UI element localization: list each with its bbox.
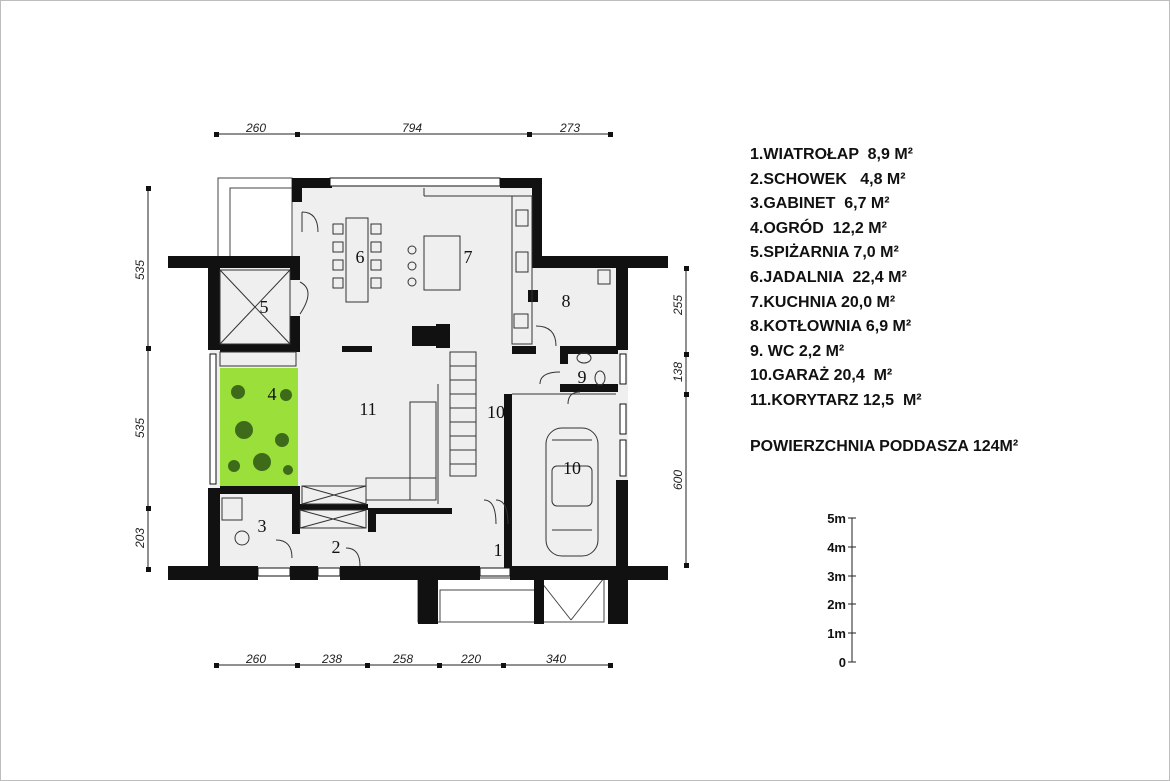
room-number-7: 7 xyxy=(464,247,473,267)
scale-label-5m: 5m xyxy=(827,511,846,526)
dim-top-1: 260 xyxy=(245,121,266,135)
room-number-4: 4 xyxy=(268,384,277,404)
scale-label-3m: 3m xyxy=(827,569,846,584)
dimension-labels-top: 260 794 273 xyxy=(245,121,580,135)
room-number-10-hall: 10 xyxy=(487,402,505,422)
legend-item: 7.KUCHNIA 20,0 M² xyxy=(750,293,896,311)
dim-right-2: 138 xyxy=(671,362,685,382)
dim-left-1: 535 xyxy=(133,260,147,280)
room-number-10-garage: 10 xyxy=(563,458,581,478)
legend-item: 11.KORYTARZ 12,5 M² xyxy=(750,391,922,409)
dimension-labels-left: 535 535 203 xyxy=(133,260,147,549)
scale-label-1m: 1m xyxy=(827,626,846,641)
legend-item: 6.JADALNIA 22,4 M² xyxy=(750,268,907,286)
room-numbers: 1 2 3 4 5 6 7 8 9 10 11 10 xyxy=(258,247,587,560)
room-number-8: 8 xyxy=(562,291,571,311)
dim-bottom-4: 220 xyxy=(460,652,481,666)
room-number-11: 11 xyxy=(359,399,376,419)
dim-bottom-3: 258 xyxy=(392,652,413,666)
dim-left-3: 203 xyxy=(133,528,147,549)
scale-label-0: 0 xyxy=(839,655,846,670)
room-number-3: 3 xyxy=(258,516,267,536)
room-number-6: 6 xyxy=(356,247,365,267)
room-number-1: 1 xyxy=(494,540,503,560)
floor-area xyxy=(210,178,628,568)
interior-fixtures xyxy=(219,188,616,567)
dimension-ticks xyxy=(146,132,689,668)
scale-label-2m: 2m xyxy=(827,597,846,612)
room-legend: 1.WIATROŁAP 8,9 M² 2.SCHOWEK 4,8 M² 3.GA… xyxy=(750,143,1150,414)
dimension-labels-bottom: 260 238 258 220 340 xyxy=(245,652,566,666)
legend-item: 5.SPIŻARNIA 7,0 M² xyxy=(750,244,899,262)
legend-item: 9. WC 2,2 M² xyxy=(750,342,845,360)
room-number-2: 2 xyxy=(332,537,341,557)
walls xyxy=(168,178,668,624)
scale-bar: 5m 4m 3m 2m 1m 0 xyxy=(827,511,856,670)
dim-right-1: 255 xyxy=(671,295,685,316)
legend-item: 3.GABINET 6,7 M² xyxy=(750,195,890,213)
dim-top-3: 273 xyxy=(559,121,580,135)
dim-bottom-5: 340 xyxy=(546,652,566,666)
dim-bottom-2: 238 xyxy=(321,652,342,666)
windows xyxy=(209,177,627,577)
scale-label-4m: 4m xyxy=(827,540,846,555)
legend-item: 2.SCHOWEK 4,8 M² xyxy=(750,170,906,188)
legend-item: 10.GARAŻ 20,4 M² xyxy=(750,367,893,385)
dim-top-2: 794 xyxy=(402,121,422,135)
legend-item: 8.KOTŁOWNIA 6,9 M² xyxy=(750,318,912,336)
room-number-5: 5 xyxy=(260,297,269,317)
total-area-summary: POWIERZCHNIA PODDASZA 124M² xyxy=(750,438,1019,455)
dim-right-3: 600 xyxy=(671,470,685,490)
dimension-labels-right: 255 138 600 xyxy=(671,295,685,490)
room-number-9: 9 xyxy=(578,367,587,387)
dim-bottom-1: 260 xyxy=(245,652,266,666)
legend-item: 4.OGRÓD 12,2 M² xyxy=(750,219,887,237)
garden-area xyxy=(220,368,298,486)
dim-left-2: 535 xyxy=(133,418,147,438)
legend-item: 1.WIATROŁAP 8,9 M² xyxy=(750,146,913,163)
